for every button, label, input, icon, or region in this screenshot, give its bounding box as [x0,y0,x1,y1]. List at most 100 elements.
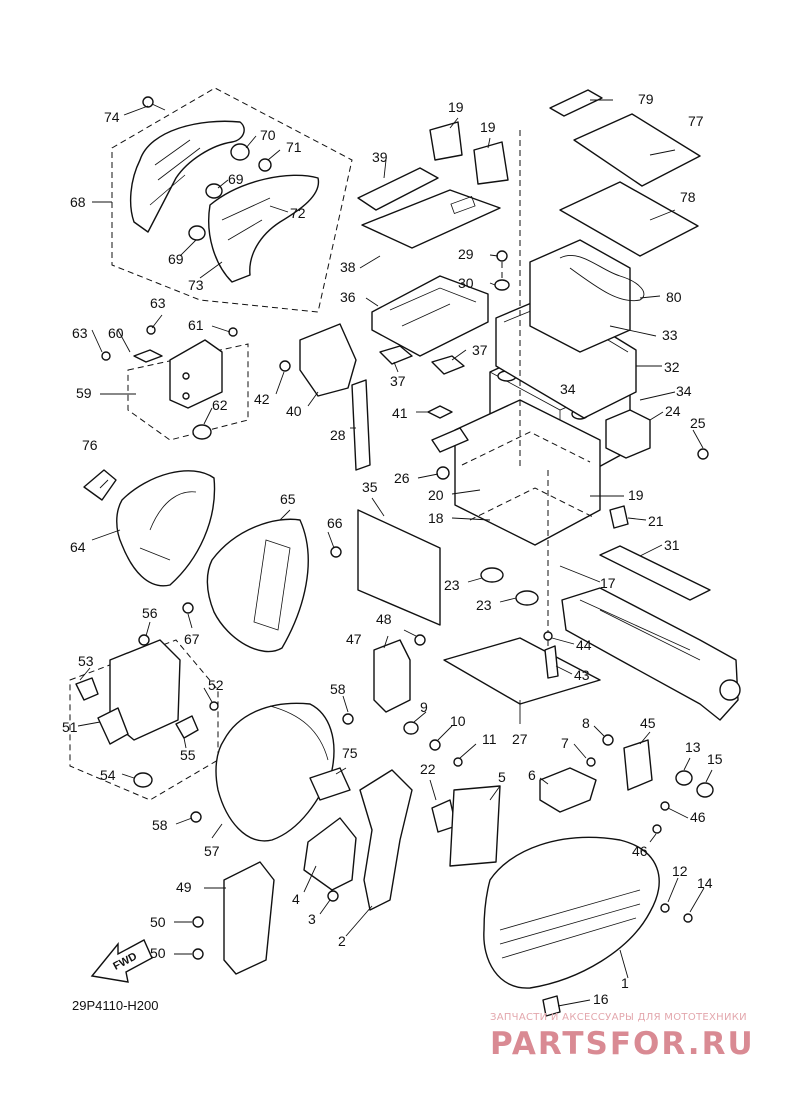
part-75-emblem [309,767,351,801]
part-38-sheet [361,189,501,249]
callout-23-a: 23 [444,577,460,593]
part-19-pad-2 [473,141,509,185]
part-35-sheet [357,509,441,626]
callout-63-b: 63 [72,325,88,341]
callout-52: 52 [208,677,224,693]
callout-29: 29 [458,246,474,262]
callout-27: 27 [512,731,528,747]
callout-35: 35 [362,479,378,495]
part-23-damper [480,567,504,583]
part-2-rail [359,769,413,911]
callout-22: 22 [420,761,436,777]
callout-32: 32 [664,359,680,375]
callout-7: 7 [561,735,569,751]
callout-30: 30 [458,275,474,291]
callout-49: 49 [176,879,192,895]
part-52-bolt [209,701,219,711]
part-79-clip [549,89,603,117]
callout-42: 42 [254,391,270,407]
part-58-bolt [342,713,354,725]
callout-45: 45 [640,715,656,731]
callout-23-b: 23 [476,597,492,613]
watermark-logo: PARTSFOR.RU [490,1026,755,1062]
part-69-grommet [205,183,223,199]
part-19-pad [429,121,463,161]
callout-53: 53 [78,653,94,669]
callout-58-a: 58 [330,681,346,697]
part-45-bracket [623,739,653,791]
part-65-cover [206,518,309,653]
part-41-clip [427,405,453,419]
diagram-code: 29P4110-H200 [72,998,159,1013]
callout-57: 57 [204,843,220,859]
callout-74: 74 [104,109,120,125]
watermark-tagline: ЗАПЧАСТИ И АКСЕССУАРЫ ДЛЯ МОТОТЕХНИКИ [490,1012,747,1023]
callout-18: 18 [428,510,444,526]
callout-47: 47 [346,631,362,647]
callout-19-a: 19 [448,99,464,115]
part-8-bolt [602,734,614,746]
part-71-nut [258,158,272,172]
callout-46-b: 46 [632,843,648,859]
part-1-box [483,836,660,989]
callout-66: 66 [327,515,343,531]
callout-67: 67 [184,631,200,647]
part-9-grommet [403,721,419,735]
part-20-plate [431,427,469,453]
callout-36: 36 [340,289,356,305]
part-3-bolt [327,890,339,902]
part-31-strap [599,545,711,601]
callout-37-b: 37 [390,373,406,389]
part-7-washer [586,757,596,767]
callout-51: 51 [62,719,78,735]
callout-38: 38 [340,259,356,275]
part-48-bolt [414,634,426,646]
callout-80: 80 [666,289,682,305]
callout-14: 14 [697,875,713,891]
group-outline-68 [111,87,353,313]
callout-11: 11 [482,731,497,747]
callout-62: 62 [212,397,228,413]
part-62-grommet [192,424,212,440]
callout-21: 21 [648,513,664,529]
part-4-sheet [303,817,357,891]
callout-19-b: 19 [480,119,496,135]
part-46-bolt-2 [652,824,662,834]
part-10-collar [429,739,441,751]
callout-24: 24 [665,403,681,419]
callout-54: 54 [100,767,116,783]
part-57-box [215,702,335,842]
frame-section [561,587,741,721]
part-49-bracket [223,861,275,975]
part-24-bracket [605,409,651,459]
callout-1: 1 [621,975,629,991]
part-63-bolt-2 [146,325,156,335]
callout-44: 44 [576,637,592,653]
callout-56: 56 [142,605,158,621]
callout-63-a: 63 [150,295,166,311]
part-40-bracket [299,323,357,397]
part-61-bolt [228,327,238,337]
part-25-bolt [697,448,709,460]
callout-68: 68 [70,194,86,210]
battery-box-group [279,89,711,660]
upper-cowl-group [111,87,353,313]
callout-labels: 1 2 3 4 5 6 7 8 9 10 11 12 13 14 15 16 1… [62,91,723,1007]
callout-16: 16 [593,991,609,1007]
callout-9: 9 [420,699,428,715]
part-27-sheet [443,637,601,705]
part-37-pad [379,345,413,365]
part-29-bolt [496,250,508,262]
callout-69-a: 69 [228,171,244,187]
callout-61: 61 [188,317,204,333]
callout-58-b: 58 [152,817,168,833]
callout-78: 78 [680,189,696,205]
callout-34-b: 34 [676,383,692,399]
part-36-cover [371,275,489,357]
part-58-bolt-2 [190,811,202,823]
callout-15: 15 [707,751,723,767]
part-80-cable [559,255,645,302]
part-26-bolt [436,466,450,480]
callout-25: 25 [690,415,706,431]
callout-55: 55 [180,747,196,763]
